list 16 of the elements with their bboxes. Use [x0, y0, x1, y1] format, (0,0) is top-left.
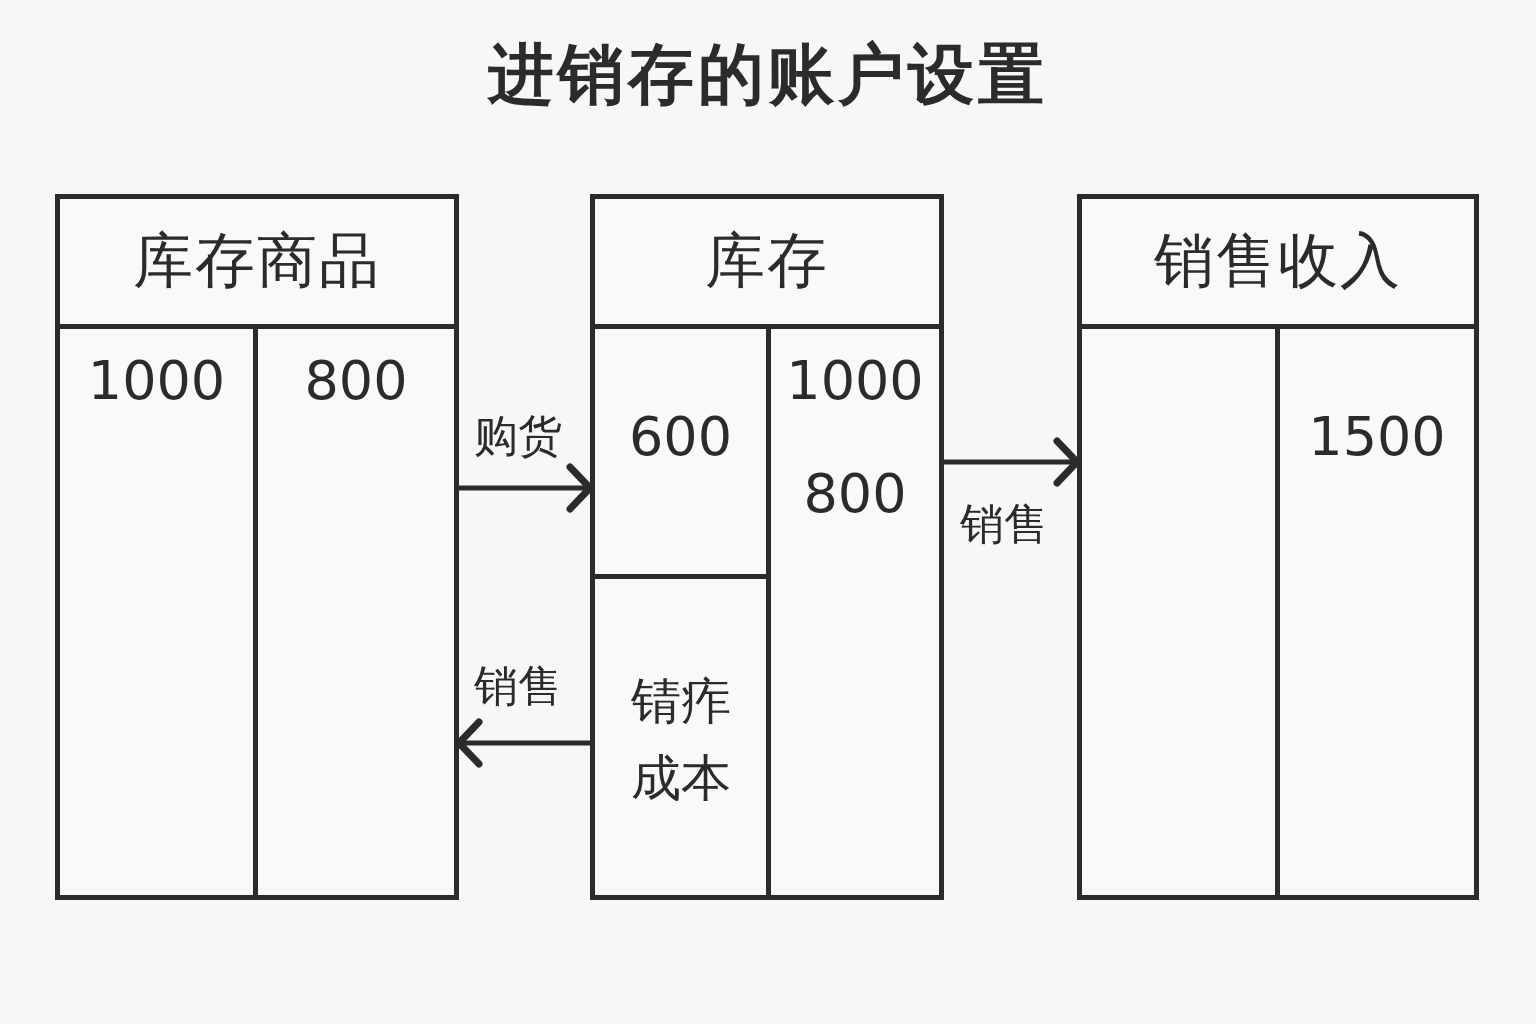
cell-text: 锖痄成本	[629, 671, 732, 809]
amount-text: 800	[304, 349, 408, 412]
amount-text: 1500	[1308, 405, 1446, 468]
diagram-title: 进销存的账户设置	[486, 35, 1049, 115]
account-title: 库存	[595, 199, 939, 329]
account-title: 库存商品	[60, 199, 454, 329]
amount-text: 600	[628, 405, 733, 468]
amount-text: 1000	[87, 349, 226, 412]
account-title: 销售收入	[1082, 199, 1474, 329]
account-table	[55, 194, 459, 900]
account-cell	[595, 329, 771, 579]
edge-label: 购货	[474, 412, 562, 461]
amount-text: 1000	[786, 349, 924, 412]
amount-text: 800	[803, 462, 907, 525]
account-table	[590, 194, 944, 900]
account-table	[1077, 194, 1479, 900]
